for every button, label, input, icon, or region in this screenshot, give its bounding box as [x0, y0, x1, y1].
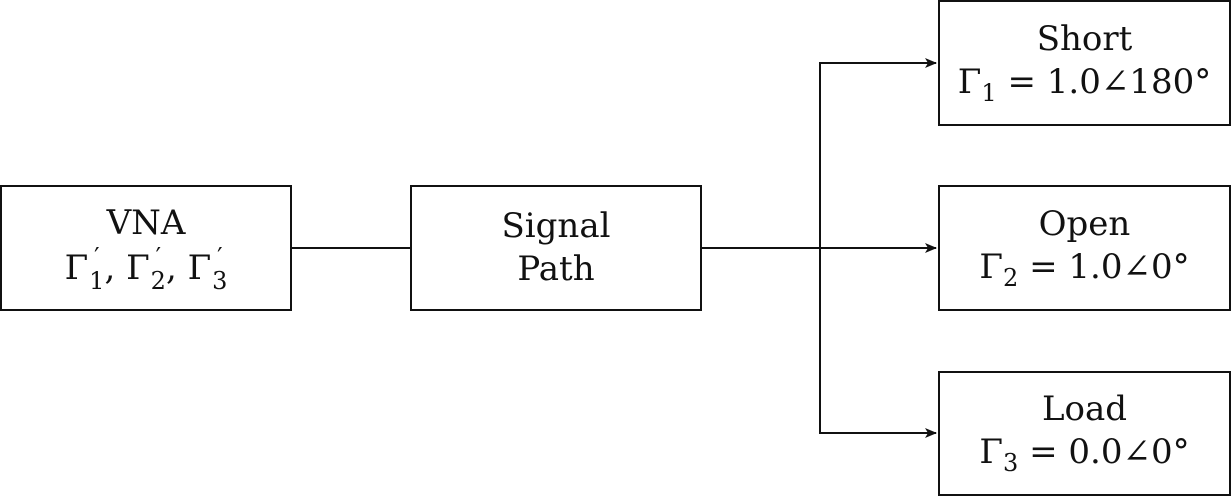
vna-node: VNA Γ′1, Γ′2, Γ′3 [0, 185, 292, 311]
load-node: Load Γ3 = 0.0∠0° [938, 371, 1231, 496]
vna-gamma-2-scripts: ′2 [150, 242, 166, 296]
vna-measured-gammas: Γ′1, Γ′2, Γ′3 [64, 242, 228, 296]
short-title: Short [1036, 18, 1133, 59]
vna-gamma-2-symbol: Γ [126, 247, 150, 288]
vna-gamma-1-symbol: Γ [64, 247, 89, 288]
open-gamma-value: = 1.0∠0° [1029, 246, 1190, 287]
load-gamma-symbol: Γ [979, 432, 1003, 472]
open-node: Open Γ2 = 1.0∠0° [938, 185, 1231, 311]
load-title: Load [1041, 389, 1128, 430]
load-gamma-value: = 0.0∠0° [1029, 432, 1190, 472]
vna-comma-1: , [104, 247, 116, 288]
open-reflection: Γ2 = 1.0∠0° [979, 247, 1189, 293]
vna-gamma-3-symbol: Γ [187, 247, 212, 288]
vna-gamma-3-scripts: ′3 [212, 242, 228, 296]
short-gamma-value: = 1.0∠180° [1007, 61, 1212, 102]
short-node: Short Γ1 = 1.0∠180° [938, 0, 1231, 126]
vna-comma-2: , [165, 247, 177, 288]
short-gamma-index: 1 [981, 78, 997, 107]
vna-gamma-1-scripts: ′1 [89, 242, 105, 296]
open-gamma-symbol: Γ [979, 246, 1003, 287]
load-reflection: Γ3 = 0.0∠0° [979, 432, 1189, 478]
open-title: Open [1038, 203, 1131, 244]
open-gamma-index: 2 [1003, 263, 1019, 292]
signal-path-node: Signal Path [410, 185, 702, 311]
short-gamma-symbol: Γ [957, 61, 982, 102]
short-reflection: Γ1 = 1.0∠180° [958, 62, 1211, 108]
signal-path-line-1: Signal [501, 206, 611, 247]
signal-path-line-2: Path [517, 249, 595, 289]
load-gamma-index: 3 [1003, 449, 1019, 477]
vna-title: VNA [106, 202, 186, 243]
